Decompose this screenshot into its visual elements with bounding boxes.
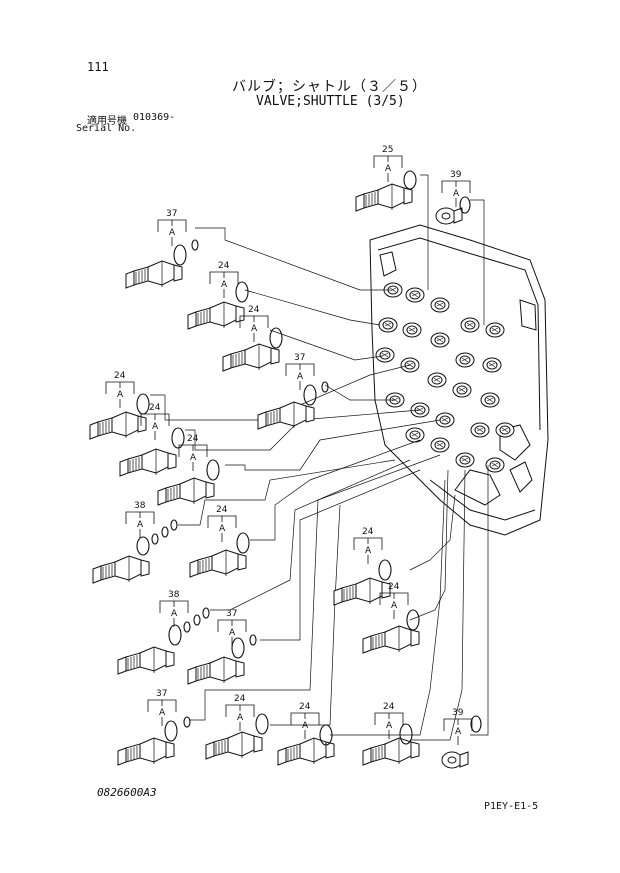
- callout-bracket: [157, 219, 187, 232]
- part-number-label: 24: [187, 434, 199, 444]
- subassembly-label: A: [455, 727, 462, 737]
- subassembly-label: A: [297, 372, 304, 382]
- callout-bracket: [209, 271, 239, 284]
- part-number-label: 24: [218, 261, 230, 271]
- part-number-label: 39: [452, 708, 464, 718]
- callout-bracket: [441, 180, 471, 193]
- serial-range: 010369-: [133, 112, 176, 123]
- valve-block: [369, 224, 549, 536]
- subassembly-label: A: [386, 721, 393, 731]
- callout-bracket: [225, 704, 255, 717]
- subassembly-label: A: [251, 324, 258, 334]
- part-number-label: 38: [168, 590, 180, 600]
- callout-bracket: [125, 511, 155, 524]
- callout-bracket: [373, 155, 403, 168]
- page-code: P1EY-E1-5: [484, 801, 539, 812]
- callout-brackets: [105, 155, 473, 745]
- leader-lines: [150, 174, 489, 741]
- part-number-label: 24: [248, 305, 260, 315]
- subassembly-label: A: [152, 422, 159, 432]
- subassembly-label: A: [237, 713, 244, 723]
- part-number-label: 24: [299, 702, 311, 712]
- subassembly-label: A: [385, 164, 392, 174]
- callout-bracket: [379, 592, 409, 605]
- title-japanese: バルブ；シャトル（３／５）: [232, 79, 427, 95]
- callout-bracket: [443, 718, 473, 731]
- subassembly-label: A: [391, 601, 398, 611]
- part-number-label: 24: [114, 371, 126, 381]
- part-number-label: 24: [234, 694, 246, 704]
- callout-bracket: [207, 515, 237, 528]
- callout-bracket: [353, 537, 383, 550]
- callout-bracket: [290, 712, 320, 725]
- callout-bracket: [105, 381, 135, 394]
- part-number-label: 37: [226, 609, 237, 619]
- callout-bracket: [159, 600, 189, 613]
- document-code: 0826600A3: [97, 786, 157, 799]
- subassembly-label: A: [159, 708, 166, 718]
- part-number-label: 24: [149, 403, 161, 413]
- part-number-label: 38: [134, 501, 146, 511]
- callout-bracket: [178, 444, 208, 457]
- subassembly-label: A: [221, 280, 228, 290]
- part-number-label: 24: [216, 505, 228, 515]
- serial-label-english: Serial No.: [76, 123, 137, 134]
- subassembly-label: A: [229, 628, 236, 638]
- part-number-label: 37: [166, 209, 177, 219]
- part-number-label: 39: [450, 170, 462, 180]
- part-number-label: 24: [362, 527, 374, 537]
- part-number-label: 37: [294, 353, 305, 363]
- part-number-label: 37: [156, 689, 167, 699]
- subassembly-label: A: [171, 609, 178, 619]
- callout-bracket: [374, 712, 404, 725]
- subassembly-label: A: [302, 721, 309, 731]
- callout-bracket: [239, 315, 269, 328]
- subassembly-label: A: [190, 453, 197, 463]
- subassembly-label: A: [169, 228, 176, 238]
- callout-bracket: [147, 699, 177, 712]
- part-number-label: 24: [388, 582, 400, 592]
- serial-label-japanese: 適用号機: [87, 116, 127, 127]
- fittings: [89, 183, 420, 766]
- subassembly-label: A: [117, 390, 124, 400]
- part-number-label: 25: [382, 145, 393, 155]
- callout-bracket: [140, 413, 170, 426]
- subassembly-label: A: [453, 189, 460, 199]
- callout-bracket: [217, 619, 247, 632]
- subassembly-label: A: [365, 546, 372, 556]
- callout-bracket: [285, 363, 315, 376]
- part-number-label: 24: [383, 702, 395, 712]
- subassembly-label: A: [219, 524, 226, 534]
- page-number: 111: [87, 60, 109, 74]
- subassembly-label: A: [137, 520, 144, 530]
- title-english: VALVE;SHUTTLE (3/5): [256, 94, 405, 109]
